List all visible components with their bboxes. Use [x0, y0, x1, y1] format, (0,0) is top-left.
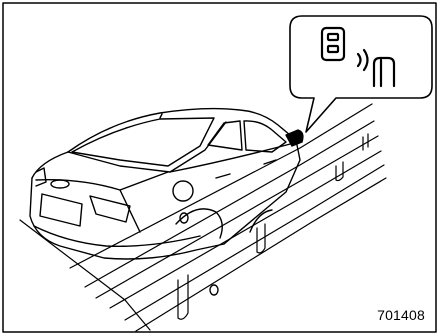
- side-mirror-icon: [286, 130, 303, 146]
- guardrail-icon: [20, 104, 386, 331]
- figure-code: 701408: [377, 307, 425, 323]
- callout-bubble: [290, 16, 432, 132]
